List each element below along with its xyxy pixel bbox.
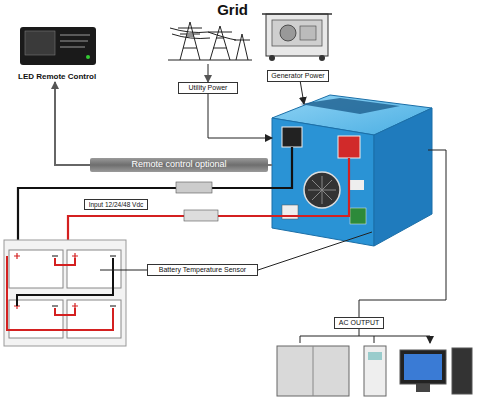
sensor-label-box: Battery Temperature Sensor (147, 264, 258, 276)
node-text: Grid (217, 2, 252, 19)
generator (262, 14, 332, 61)
inverter (272, 95, 432, 246)
grid-pylons (168, 22, 252, 60)
input-voltage-box: Input 12/24/48 Vdc (84, 199, 148, 210)
remote-device (20, 27, 96, 65)
node-text: Utility Power (189, 84, 228, 92)
node-text: Remote control optional (131, 160, 226, 170)
ac-output-box: AC OUTPUT (334, 317, 384, 329)
connector-line (208, 64, 209, 82)
node-text: AC OUTPUT (339, 319, 379, 327)
node-text: LED Remote Control (15, 73, 96, 82)
node-text: Battery Temperature Sensor (159, 266, 246, 274)
battery-bank (4, 240, 126, 346)
fuse-blocks (176, 182, 218, 221)
remote-band: Remote control optional (90, 158, 268, 172)
node-text: Generator Power (267, 70, 328, 82)
grid-source-node: Grid (168, 2, 252, 64)
ac-loads (277, 346, 472, 396)
generator-node: Generator Power (260, 2, 336, 82)
remote-label-node: LED Remote Control (15, 22, 127, 82)
connector-line (55, 82, 90, 165)
signal-lines (100, 80, 446, 343)
utility-power-box: Utility Power (178, 82, 238, 94)
node-text: Input 12/24/48 Vdc (89, 201, 144, 208)
